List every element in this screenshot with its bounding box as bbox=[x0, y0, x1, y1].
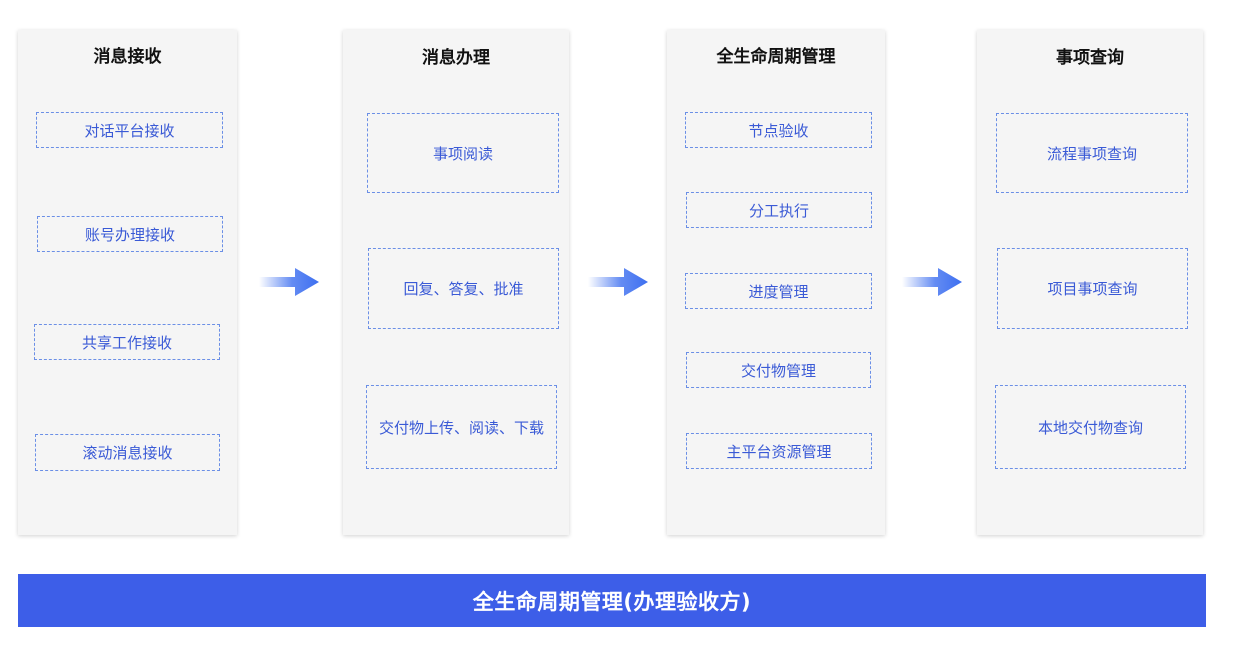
column-title: 全生命周期管理 bbox=[716, 47, 836, 67]
arrow-right-icon bbox=[588, 268, 648, 296]
item-shared-work-receive[interactable]: 共享工作接收 bbox=[34, 324, 220, 360]
column-title: 消息办理 bbox=[422, 48, 490, 68]
item-rolling-message-receive[interactable]: 滚动消息接收 bbox=[35, 434, 220, 471]
item-dialog-platform-receive[interactable]: 对话平台接收 bbox=[36, 112, 223, 148]
item-deliverable-management[interactable]: 交付物管理 bbox=[686, 352, 871, 388]
item-node-acceptance[interactable]: 节点验收 bbox=[685, 112, 872, 148]
item-local-deliverable-query[interactable]: 本地交付物查询 bbox=[995, 385, 1186, 469]
column-matter-query: 事项查询 流程事项查询 项目事项查询 本地交付物查询 bbox=[977, 30, 1203, 535]
column-message-handle: 消息办理 事项阅读 回复、答复、批准 交付物上传、阅读、下载 bbox=[343, 30, 569, 535]
item-project-matter-query[interactable]: 项目事项查询 bbox=[997, 248, 1188, 329]
column-message-receive: 消息接收 对话平台接收 账号办理接收 共享工作接收 滚动消息接收 bbox=[18, 30, 237, 535]
lifecycle-banner: 全生命周期管理(办理验收方) bbox=[18, 574, 1206, 627]
column-title: 事项查询 bbox=[1056, 48, 1124, 68]
arrow-right-icon bbox=[259, 268, 319, 296]
item-progress-management[interactable]: 进度管理 bbox=[685, 273, 872, 309]
item-main-platform-resource[interactable]: 主平台资源管理 bbox=[686, 433, 872, 469]
item-reply-approve[interactable]: 回复、答复、批准 bbox=[368, 248, 559, 329]
item-process-matter-query[interactable]: 流程事项查询 bbox=[996, 113, 1188, 193]
item-deliverable-upload[interactable]: 交付物上传、阅读、下载 bbox=[366, 385, 557, 469]
item-matter-read[interactable]: 事项阅读 bbox=[367, 113, 559, 193]
column-lifecycle-management: 全生命周期管理 节点验收 分工执行 进度管理 交付物管理 主平台资源管理 bbox=[667, 30, 885, 535]
arrow-right-icon bbox=[902, 268, 962, 296]
item-division-execute[interactable]: 分工执行 bbox=[686, 192, 872, 228]
item-account-receive[interactable]: 账号办理接收 bbox=[37, 216, 223, 252]
column-title: 消息接收 bbox=[93, 47, 162, 67]
